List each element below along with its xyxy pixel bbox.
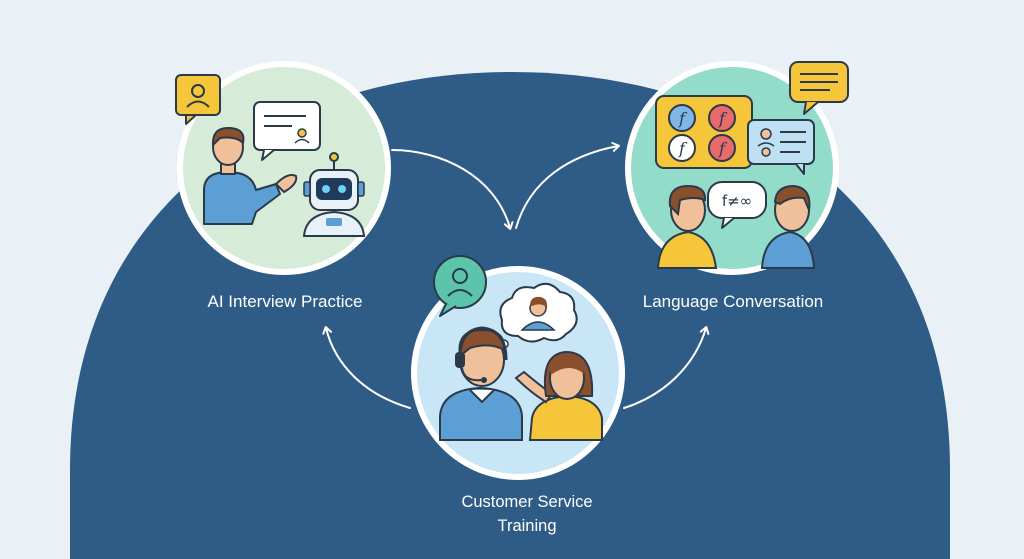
support-agent-icon — [439, 326, 523, 441]
arrow-interview-to-center — [391, 149, 514, 230]
speech-bubble-icon: f≠∞ — [707, 181, 767, 229]
svg-text:f: f — [718, 109, 728, 128]
label-language-conversation: Language Conversation — [642, 292, 824, 311]
speech-bubble-text: f≠∞ — [722, 192, 752, 210]
arrow-customer-to-language — [623, 326, 710, 409]
label-customer-service-line1: Customer Service — [461, 493, 593, 511]
speaker-left-icon — [656, 184, 718, 269]
profile-card-icon — [175, 74, 221, 125]
svg-text:f: f — [678, 109, 688, 128]
arrow-center-to-language — [515, 141, 620, 229]
contacts-bubble-icon — [747, 119, 815, 175]
label-interview-practice: AI Interview Practice — [207, 292, 363, 311]
svg-text:f: f — [678, 139, 688, 158]
user-bubble-icon — [433, 255, 487, 317]
arrow-customer-to-interview — [322, 326, 411, 409]
speaker-right-icon — [760, 184, 816, 269]
node-customer — [411, 255, 625, 480]
svg-text:f: f — [718, 139, 728, 158]
resume-bubble-icon — [253, 101, 321, 161]
language-symbols-bubble-icon: f f f f — [655, 95, 753, 169]
chat-bubble-yellow-icon — [789, 61, 849, 115]
node-language: f f f f f≠∞ — [625, 61, 849, 275]
label-customer-service-line2: Training — [497, 517, 557, 535]
interviewee-person-icon — [203, 126, 298, 225]
flow-arrows — [322, 141, 710, 409]
robot-icon — [302, 152, 366, 237]
node-interview — [175, 61, 391, 275]
customer-person-icon — [514, 350, 603, 441]
label-customer-service: Customer Service Training — [412, 490, 642, 538]
